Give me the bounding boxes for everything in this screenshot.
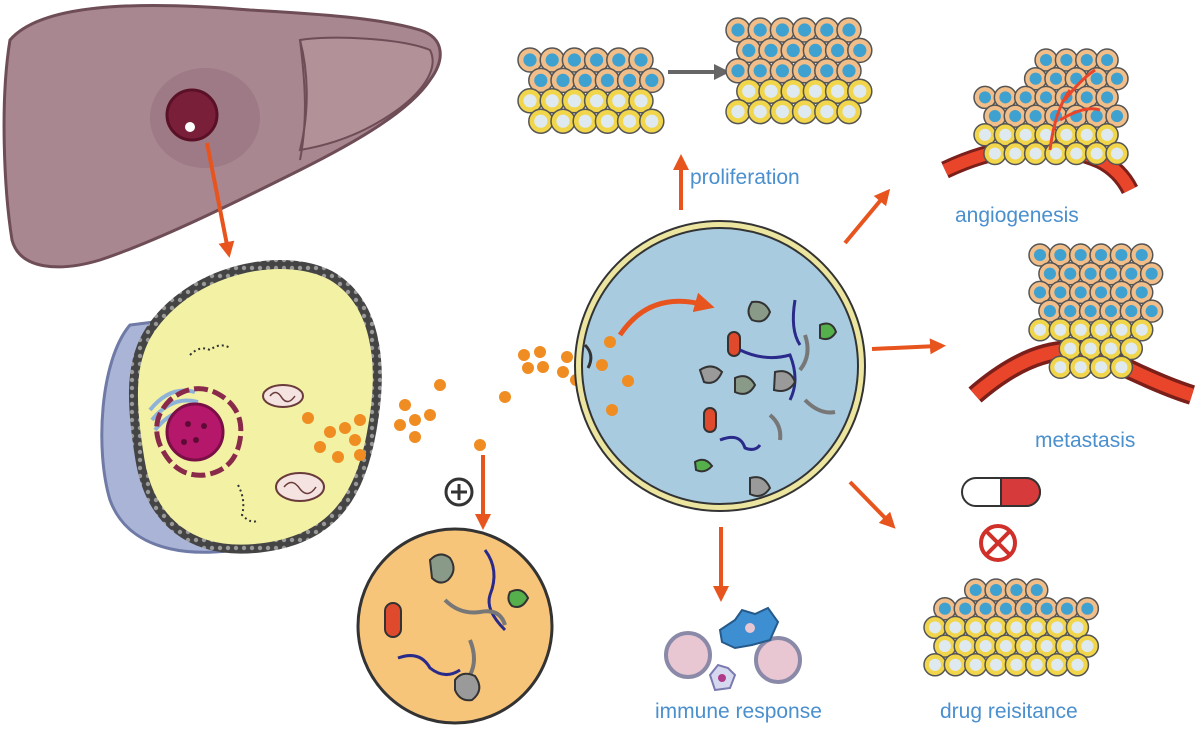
immune-cells-icon: [664, 606, 802, 692]
donor-cell-icon: [100, 260, 382, 554]
label-drug-resistance: drug reisitance: [940, 700, 1078, 723]
label-metastasis: metastasis: [1035, 429, 1136, 452]
liver-icon: [2, 3, 442, 269]
label-proliferation: proliferation: [690, 166, 800, 189]
capillary-icon: [1048, 68, 1101, 151]
pill-icon: [961, 477, 1041, 507]
arrow-metastasis: [871, 338, 946, 355]
arrow-drug-resistance: [848, 480, 896, 529]
recipient-cell-icon: [574, 220, 866, 512]
tumor-cluster-icon: [1028, 243, 1164, 379]
tumor-cluster-icon: [973, 48, 1129, 166]
tumor-cluster-icon: [517, 47, 665, 134]
arrow-angiogenesis: [843, 188, 891, 245]
tumor-cluster-icon: [725, 17, 873, 125]
tumor-cluster-icon: [923, 578, 1100, 677]
arrow-liver-to-cell: [205, 142, 235, 258]
exosome-icon: [356, 527, 554, 725]
inhibit-icon: [979, 524, 1017, 562]
label-immune-response: immune response: [655, 700, 822, 723]
label-angiogenesis: angiogenesis: [955, 204, 1079, 227]
plus-icon: [444, 477, 474, 507]
